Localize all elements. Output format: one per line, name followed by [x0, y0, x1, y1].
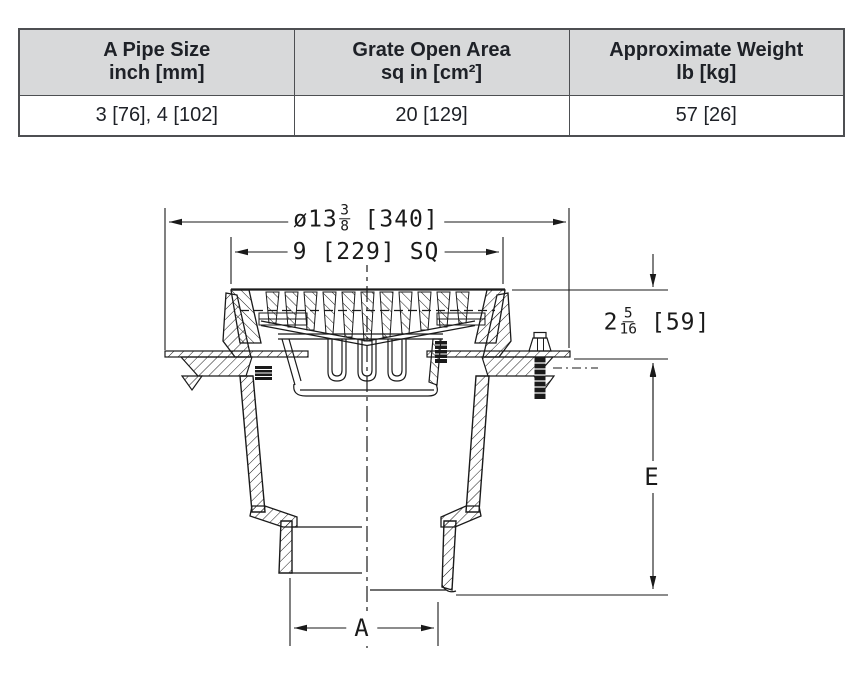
dim-rim-height-metric: [59] — [650, 309, 711, 335]
spec-table-data-row: 3 [76], 4 [102] 20 [129] 57 [26] — [18, 94, 845, 137]
dim-rim-height-whole: 2 — [603, 309, 619, 335]
spec-table-header-row: A Pipe Size inch [mm] Grate Open Area sq… — [18, 28, 845, 96]
dim-depth-label: E — [636, 461, 668, 493]
cell-pipe-size: 3 [76], 4 [102] — [18, 94, 295, 137]
header-grate-open-area-line2: sq in [cm²] — [380, 62, 483, 85]
dim-outlet-label: A — [346, 612, 378, 644]
dim-square-value: 9 — [292, 239, 308, 265]
header-approx-weight: Approximate Weight lb [kg] — [568, 28, 845, 96]
dim-square-suffix: SQ — [409, 239, 440, 265]
drain-body-geometry — [164, 288, 598, 593]
dim-diameter-metric: [340] — [364, 206, 439, 232]
dimension-lines — [169, 218, 657, 632]
header-pipe-size-line1: A Pipe Size — [103, 39, 211, 62]
dim-square-metric: [229] — [321, 239, 396, 265]
dim-diameter-prefix: ø13 — [293, 206, 338, 232]
header-grate-open-area-line1: Grate Open Area — [352, 39, 511, 62]
dim-square-label: 9 [229] SQ — [287, 239, 445, 265]
cell-grate-open-area: 20 [129] — [293, 94, 570, 137]
header-pipe-size-line2: inch [mm] — [108, 62, 205, 85]
header-grate-open-area: Grate Open Area sq in [cm²] — [293, 28, 570, 96]
header-approx-weight-line2: lb [kg] — [676, 62, 737, 85]
extension-lines — [164, 208, 668, 646]
cell-approx-weight: 57 [26] — [568, 94, 845, 137]
sediment-bucket — [278, 333, 443, 397]
header-approx-weight-line1: Approximate Weight — [609, 39, 804, 62]
spec-table: A Pipe Size inch [mm] Grate Open Area sq… — [18, 28, 845, 137]
anchor-bolt — [528, 331, 552, 399]
